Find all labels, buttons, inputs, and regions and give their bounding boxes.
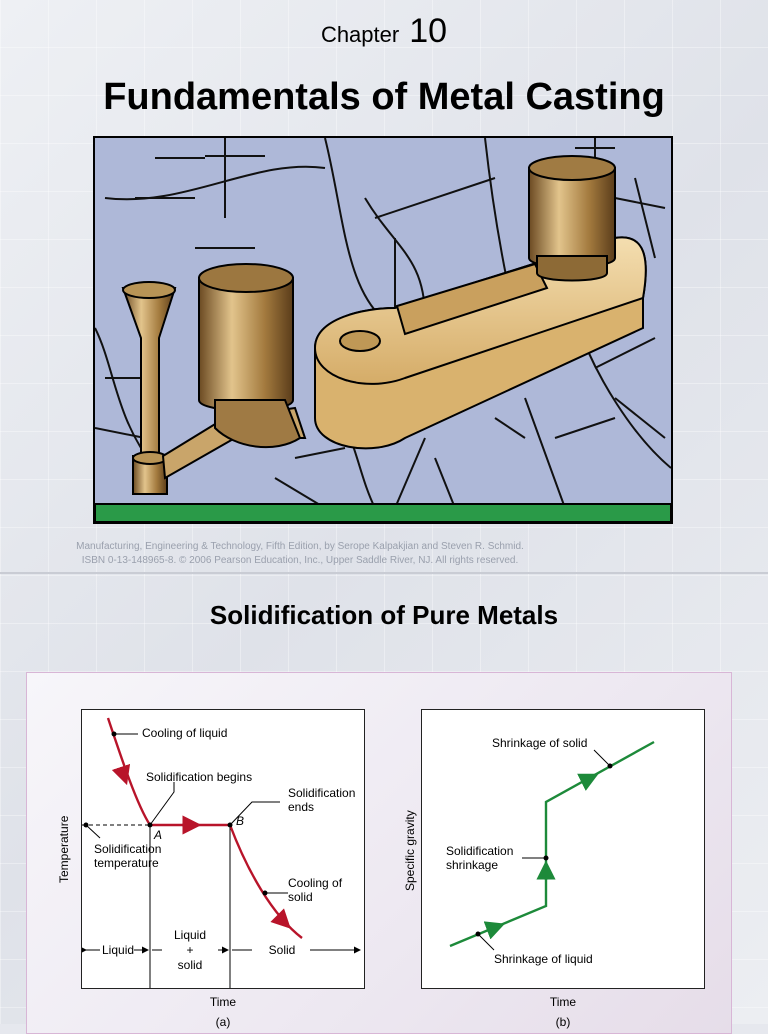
label-shrinkage-liquid: Shrinkage of liquid [494, 952, 593, 966]
label-solidification-ends-1: Solidification [288, 786, 356, 800]
sprue [121, 281, 177, 495]
figure-panel: Temperature [26, 672, 732, 1034]
casting-illustration [93, 136, 673, 524]
credit-line-2: ISBN 0-13-148965-8. © 2006 Pearson Educa… [81, 555, 519, 566]
chapter-word: Chapter [320, 22, 400, 47]
label-solidification-ends-2: ends [288, 800, 315, 814]
slide-chapter-title: Chapter 10 Fundamentals of Metal Casting [0, 12, 768, 568]
label-point-a: A [154, 828, 163, 842]
slide-divider [0, 572, 768, 574]
curve-solid [228, 824, 303, 939]
xlabel-b: Time [549, 995, 577, 1009]
riser-left [198, 263, 302, 449]
ylabel-b: Specific gravity [403, 810, 417, 891]
credit-line-1: Manufacturing, Engineering & Technology,… [76, 541, 524, 552]
base-strip [95, 503, 671, 522]
label-region-solid: Solid [268, 943, 296, 957]
label-cooling-liquid: Cooling of liquid [142, 726, 228, 740]
plot-b-lines [449, 740, 655, 951]
label-point-b: B [236, 814, 245, 828]
label-cooling-solid-2: solid [288, 890, 313, 904]
slide-title: Solidification of Pure Metals [209, 600, 559, 630]
riser-right [528, 155, 616, 282]
label-region-mixed-2: + [186, 943, 194, 957]
chapter-heading: Chapter 10 [0, 12, 768, 51]
plot-a: Cooling of liquid Solidification begins … [81, 709, 365, 989]
label-solid-shrinkage-2: shrinkage [446, 858, 499, 872]
copyright-credit: Manufacturing, Engineering & Technology,… [0, 540, 600, 568]
label-solidification-begins: Solidification begins [146, 770, 253, 784]
caption-b: (b) [555, 1015, 571, 1029]
label-solid-temp-1: Solidification [94, 842, 162, 856]
casting-drawing [95, 138, 671, 522]
chapter-number: 10 [409, 12, 448, 50]
label-shrinkage-solid: Shrinkage of solid [492, 736, 588, 750]
plot-b: Shrinkage of solid Solidification shrink… [421, 709, 705, 989]
plot-a-lines [82, 717, 361, 988]
slide-solidification: Solidification of Pure Metals Temperatur… [0, 574, 768, 1034]
label-solid-shrinkage-1: Solidification [446, 844, 514, 858]
label-solid-temp-2: temperature [94, 856, 159, 870]
label-region-mixed-1: Liquid [173, 928, 207, 942]
slide-title: Fundamentals of Metal Casting [103, 76, 665, 118]
caption-a: (a) [215, 1015, 231, 1029]
xlabel-a: Time [209, 995, 237, 1009]
label-cooling-solid-1: Cooling of [288, 876, 343, 890]
label-region-mixed-3: solid [177, 958, 203, 972]
ylabel-a: Temperature [57, 815, 71, 883]
label-region-liquid: Liquid [102, 943, 135, 957]
